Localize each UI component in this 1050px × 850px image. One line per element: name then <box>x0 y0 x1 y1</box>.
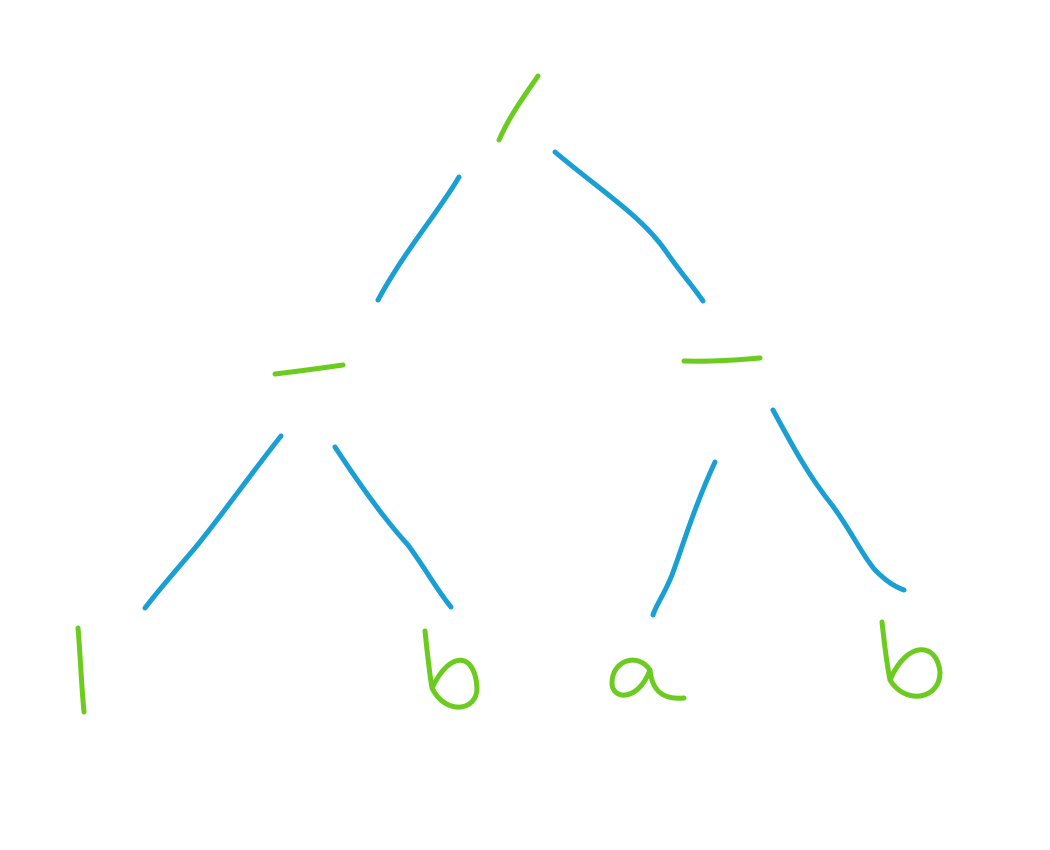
tree-nodes: / − − 1 b a b <box>75 73 943 715</box>
node-root-symbol: / <box>515 89 522 113</box>
digit-one-glyph <box>75 625 87 715</box>
node-right-minus-symbol: − <box>714 347 731 371</box>
node-leaf-b-left-symbol: b <box>446 661 459 685</box>
node-leaf-b-left: b <box>422 628 480 710</box>
edge-right-minus-to-leaf-a <box>650 459 718 618</box>
node-left-minus: − <box>272 351 346 377</box>
edge-right-minus-to-leaf-b-right <box>770 407 907 593</box>
node-right-minus: − <box>681 347 763 371</box>
division-symbol-glyph <box>496 73 541 143</box>
minus-symbol-glyph <box>272 362 346 377</box>
tree-edges <box>142 149 907 618</box>
minus-symbol-glyph <box>681 355 763 364</box>
edge-root-to-left-minus <box>375 174 462 303</box>
letter-b-glyph <box>422 628 480 710</box>
letter-b-glyph <box>879 619 943 699</box>
node-leaf-1: 1 <box>75 625 88 715</box>
node-root: / <box>496 73 541 143</box>
node-leaf-a: a <box>609 657 687 701</box>
edge-left-minus-to-leaf-1 <box>142 433 284 611</box>
node-leaf-b-right: b <box>879 619 943 699</box>
node-leaf-a-symbol: a <box>642 666 654 690</box>
letter-a-glyph <box>609 657 687 701</box>
node-leaf-1-symbol: 1 <box>75 661 88 685</box>
edge-root-to-right-minus <box>552 149 706 304</box>
edge-left-minus-to-leaf-b-left <box>332 444 454 610</box>
node-left-minus-symbol: − <box>301 351 318 375</box>
node-leaf-b-right-symbol: b <box>906 653 919 677</box>
